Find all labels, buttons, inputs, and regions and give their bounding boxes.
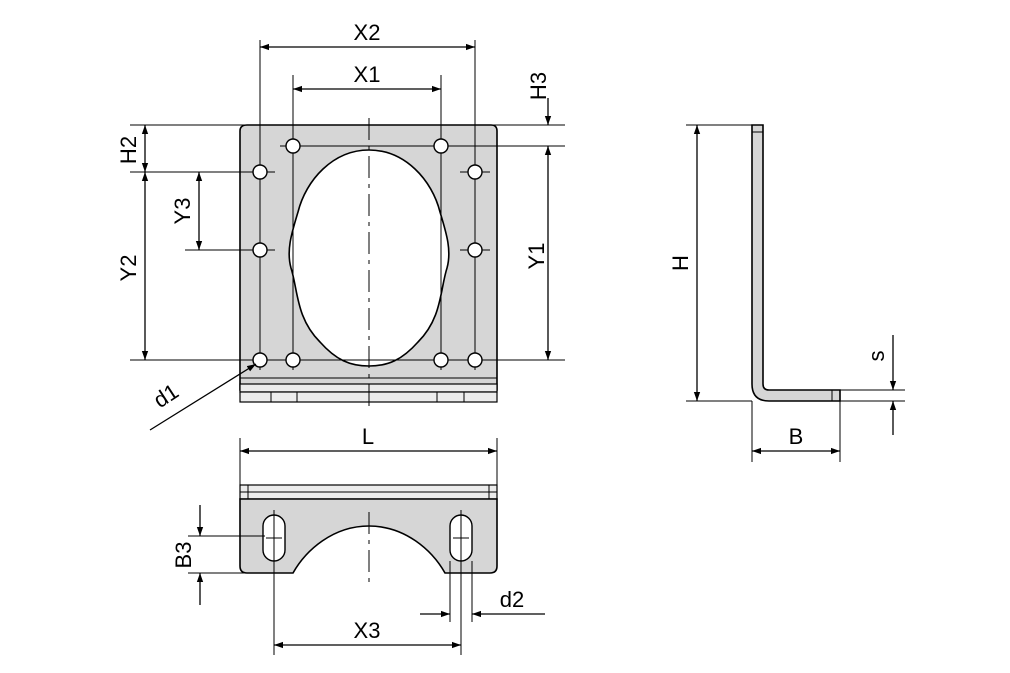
label-y2: Y2 bbox=[116, 255, 141, 282]
mount-hole bbox=[252, 352, 268, 368]
label-b3: B3 bbox=[171, 542, 196, 569]
mount-hole bbox=[433, 138, 449, 154]
label-b: B bbox=[789, 424, 804, 449]
label-h: H bbox=[668, 255, 693, 271]
leader-d1 bbox=[149, 363, 257, 431]
front-view: X2 X1 H3 Y1 H2 Y2 Y3 d1 bbox=[116, 20, 565, 431]
mount-hole bbox=[467, 352, 483, 368]
mount-hole bbox=[285, 352, 301, 368]
label-h2: H2 bbox=[116, 136, 141, 164]
mount-hole bbox=[252, 242, 268, 258]
mount-hole bbox=[252, 164, 268, 180]
mount-hole bbox=[285, 138, 301, 154]
side-view: H s B bbox=[668, 124, 905, 462]
label-h3: H3 bbox=[526, 72, 551, 100]
central-opening bbox=[288, 149, 450, 367]
label-x3: X3 bbox=[354, 618, 381, 643]
label-x1: X1 bbox=[354, 62, 381, 87]
mount-hole bbox=[467, 164, 483, 180]
label-x2: X2 bbox=[354, 20, 381, 45]
label-y1: Y1 bbox=[524, 243, 549, 270]
mount-hole bbox=[467, 242, 483, 258]
label-d2: d2 bbox=[500, 587, 524, 612]
label-l: L bbox=[362, 424, 374, 449]
bottom-view: L B3 X3 d2 bbox=[171, 424, 545, 655]
mount-hole bbox=[433, 352, 449, 368]
angle-profile bbox=[751, 124, 841, 402]
label-y3: Y3 bbox=[170, 198, 195, 225]
label-s: s bbox=[864, 351, 889, 362]
label-d1: d1 bbox=[149, 379, 183, 413]
